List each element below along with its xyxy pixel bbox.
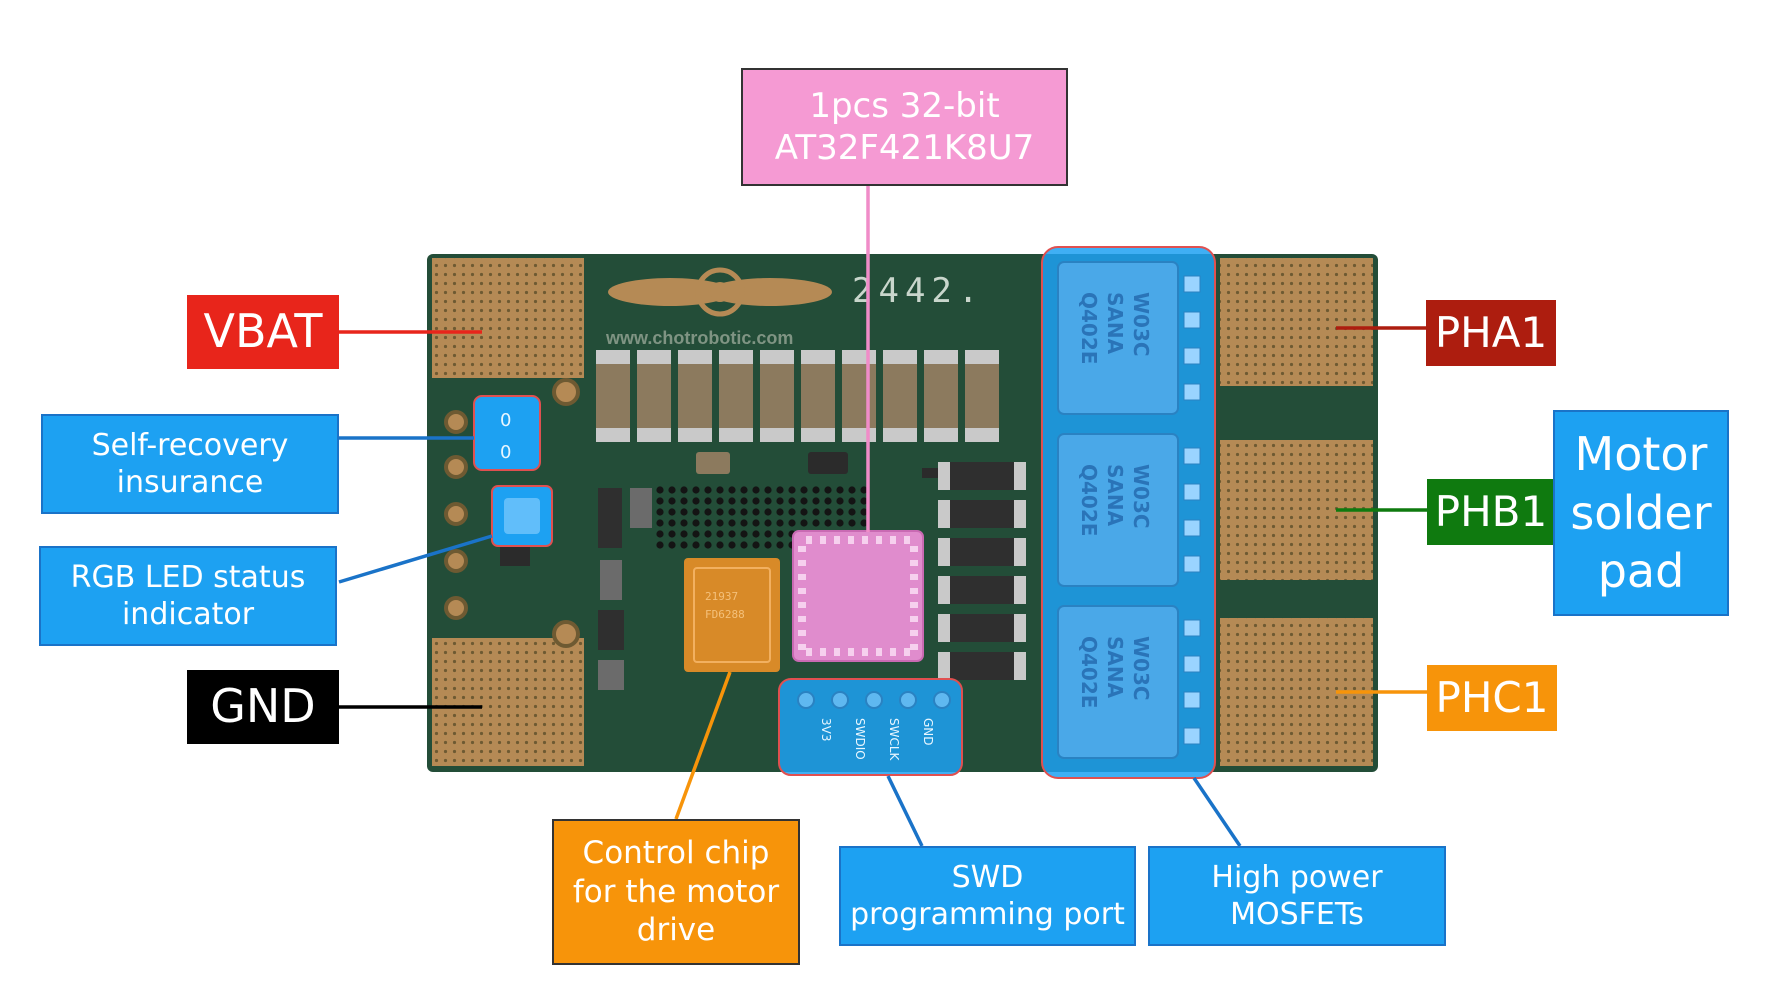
swd-callout: SWD programming port [839, 846, 1136, 946]
gnd-text: GND [210, 679, 316, 734]
board-marking: 2442. [852, 271, 984, 311]
mosfets-callout-line-1: High power [1211, 859, 1383, 895]
small-capacitor [938, 652, 1026, 680]
leader-lines [338, 186, 1427, 847]
small-capacitor [938, 462, 1026, 490]
swd-callout-line-2: programming port [850, 897, 1125, 932]
capacitor [760, 350, 794, 442]
svg-text:FD6288: FD6288 [705, 608, 745, 621]
small-capacitor [938, 576, 1026, 604]
svg-text:0: 0 [500, 410, 511, 431]
fuse-callout-line-2: insurance [116, 465, 264, 500]
fuse-callout: Self-recovery insurance [41, 414, 339, 514]
phc-label: PHC1 [1427, 665, 1557, 731]
led-callout-line-2: indicator [121, 597, 255, 632]
swd-pin-label: SWDIO [853, 718, 867, 760]
capacitor [719, 350, 753, 442]
swd-callout-line-1: SWD [951, 859, 1024, 895]
capacitor [883, 350, 917, 442]
capacitor [596, 350, 630, 442]
swd-pin-label: SWCLK [887, 718, 901, 762]
mosfet-marking: SANA [1103, 636, 1127, 699]
leader-line [674, 671, 732, 820]
led-callout-line-1: RGB LED status [70, 559, 306, 595]
mosfet-marking: Q402E [1077, 636, 1101, 708]
motor-callout-line-1: Motor [1574, 426, 1708, 481]
mosfets-callout: High power MOSFETs [1148, 846, 1446, 946]
mcu-pins [798, 536, 918, 656]
small-capacitor [938, 614, 1026, 642]
mosfet-marking: SANA [1103, 292, 1127, 355]
through-holes [444, 378, 580, 648]
swd-pads [797, 691, 951, 709]
pha-pad [1220, 258, 1373, 386]
gnd-pad [432, 638, 584, 766]
control-chip-callout: Control chip for the motor drive [552, 819, 800, 965]
led-callout: RGB LED status indicator [39, 546, 337, 646]
small-capacitor-column [938, 462, 1026, 680]
control-callout-line-3: drive [636, 912, 716, 949]
mcu-callout-line-2: AT32F421K8U7 [774, 128, 1035, 168]
capacitor [637, 350, 671, 442]
copper-pads [432, 258, 1373, 766]
logo-mark [608, 267, 832, 317]
mcu-callout: 1pcs 32-bit AT32F421K8U7 [741, 68, 1068, 186]
capacitor [678, 350, 712, 442]
swd-pin-labels: 3V3 SWDIO SWCLK GND [819, 718, 935, 762]
small-capacitor [938, 500, 1026, 528]
phb-text: PHB1 [1434, 486, 1548, 536]
swd-pin-label: GND [921, 718, 935, 746]
mosfet-marking: SANA [1103, 464, 1127, 527]
pha-text: PHA1 [1434, 307, 1548, 357]
vbat-pad [432, 258, 584, 378]
leader-line [1192, 777, 1242, 847]
capacitor [924, 350, 958, 442]
mcu-callout-line-1: 1pcs 32-bit [809, 85, 1000, 126]
capacitor [801, 350, 835, 442]
website-silkscreen: www.chotrobotic.com [605, 328, 793, 348]
mosfet-marking: W03C [1129, 464, 1153, 529]
mosfet-marking: W03C [1129, 292, 1153, 357]
vbat-label: VBAT [187, 295, 339, 369]
motor-callout-line-2: solder [1570, 485, 1712, 540]
mosfet-marking: W03C [1129, 636, 1153, 701]
phb-label: PHB1 [1427, 479, 1555, 545]
leader-line [886, 775, 924, 847]
svg-text:0: 0 [500, 442, 511, 463]
motor-pad-callout: Motor solder pad [1553, 410, 1729, 616]
leader-line [338, 534, 493, 584]
swd-pin-label: 3V3 [819, 718, 833, 741]
pha-label: PHA1 [1426, 300, 1556, 366]
small-parts [500, 452, 944, 690]
mosfet-marking: Q402E [1077, 292, 1101, 364]
via-grid [656, 486, 868, 549]
control-chip [684, 558, 780, 672]
gnd-label: GND [187, 670, 339, 744]
mcu-chip [792, 530, 924, 662]
control-callout-line-1: Control chip [582, 834, 770, 871]
small-capacitor [938, 538, 1026, 566]
mosfet-marking: Q402E [1077, 464, 1101, 536]
capacitor [965, 350, 999, 442]
motor-callout-line-3: pad [1597, 544, 1685, 599]
svg-text:21937: 21937 [705, 590, 738, 603]
mosfets-callout-line-2: MOSFETs [1230, 897, 1364, 932]
fuse-component [473, 395, 541, 471]
vbat-text: VBAT [203, 304, 323, 359]
fuse-callout-line-1: Self-recovery [91, 427, 289, 463]
phc-text: PHC1 [1435, 672, 1549, 722]
control-callout-line-2: for the motor [572, 873, 780, 910]
